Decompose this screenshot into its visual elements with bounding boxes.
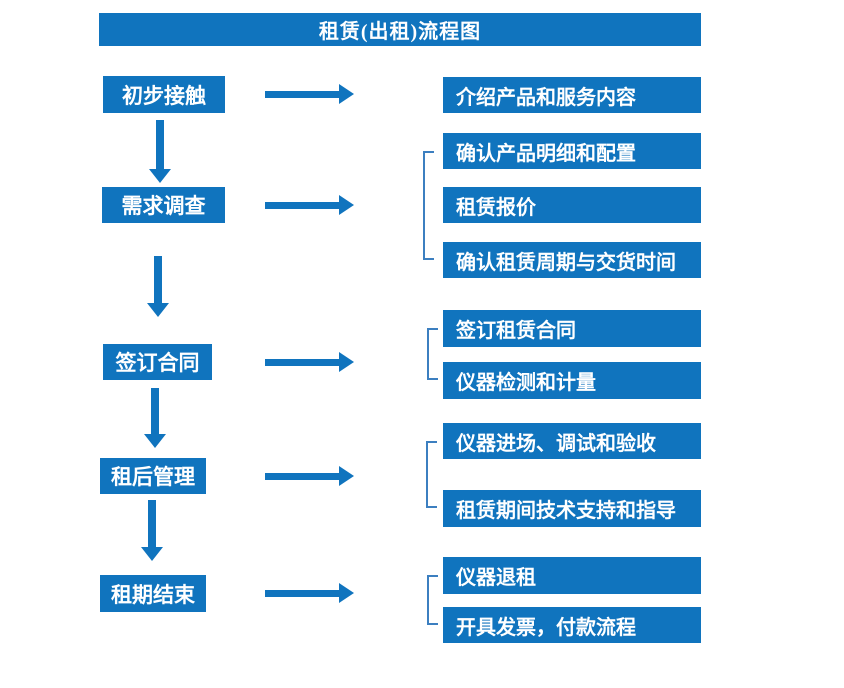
step-box-initial-contact: 初步接触 — [103, 76, 225, 113]
detail-box-rental-quote: 租赁报价 — [443, 187, 701, 223]
step-box-sign-contract: 签订合同 — [103, 344, 212, 380]
arrow-head — [144, 434, 166, 448]
detail-box-confirm-rental-period-delivery: 确认租赁周期与交货时间 — [443, 242, 701, 278]
arrow-shaft — [265, 202, 339, 209]
arrow-down-1-icon — [149, 120, 171, 183]
bracket-group-demand-survey — [423, 151, 434, 260]
step-box-demand-survey: 需求调查 — [102, 187, 225, 223]
arrow-head — [141, 547, 163, 561]
step-box-lease-end: 租期结束 — [100, 575, 206, 612]
arrow-head — [149, 169, 171, 183]
arrow-shaft — [154, 256, 162, 303]
arrow-right-1-icon — [265, 84, 354, 104]
arrow-shaft — [151, 388, 159, 434]
bracket-group-post-rental — [426, 441, 437, 508]
detail-box-intro-products-services: 介绍产品和服务内容 — [443, 77, 701, 113]
page-title: 租赁(出租)流程图 — [99, 13, 701, 46]
arrow-shaft — [265, 590, 339, 597]
arrow-head — [339, 84, 354, 104]
arrow-down-4-icon — [141, 500, 163, 561]
arrow-right-4-icon — [265, 466, 354, 486]
detail-box-sign-rental-contract: 签订租赁合同 — [443, 310, 701, 347]
bracket-group-sign-contract — [427, 328, 438, 380]
arrow-right-3-icon — [265, 352, 354, 372]
detail-box-instrument-testing-metrology: 仪器检测和计量 — [443, 362, 701, 399]
bracket-group-lease-end — [427, 575, 438, 625]
arrow-down-3-icon — [144, 388, 166, 448]
arrow-head — [339, 352, 354, 372]
arrow-shaft — [156, 120, 164, 169]
arrow-shaft — [265, 91, 339, 98]
arrow-shaft — [148, 500, 156, 547]
arrow-right-2-icon — [265, 195, 354, 215]
arrow-head — [339, 195, 354, 215]
arrow-head — [147, 303, 169, 317]
arrow-right-5-icon — [265, 583, 354, 603]
detail-box-instrument-return: 仪器退租 — [443, 557, 701, 594]
arrow-shaft — [265, 473, 339, 480]
detail-box-invoice-payment-process: 开具发票，付款流程 — [443, 607, 701, 643]
arrow-head — [339, 466, 354, 486]
arrow-down-2-icon — [147, 256, 169, 317]
detail-box-confirm-product-details: 确认产品明细和配置 — [443, 133, 701, 169]
detail-box-instrument-entry-debug-acceptance: 仪器进场、调试和验收 — [443, 423, 701, 459]
step-box-post-rental-management: 租后管理 — [100, 458, 206, 494]
arrow-head — [339, 583, 354, 603]
detail-box-rental-tech-support: 租赁期间技术支持和指导 — [443, 490, 701, 527]
arrow-shaft — [265, 359, 339, 366]
